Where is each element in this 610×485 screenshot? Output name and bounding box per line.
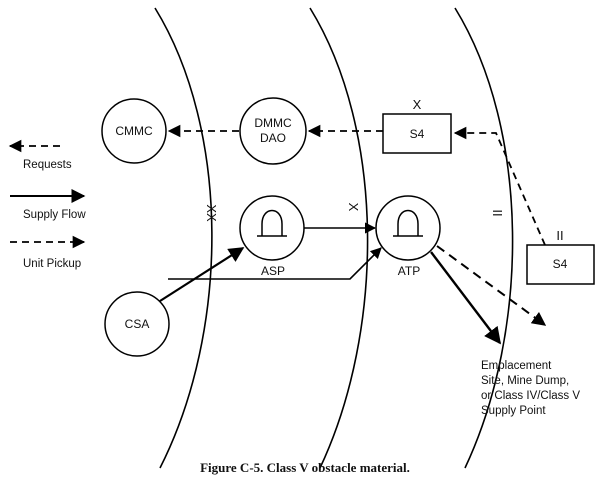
- legend-pickup-label: Unit Pickup: [23, 258, 81, 270]
- node-s4-bn: S4 II: [526, 228, 595, 285]
- pickup-arrow-atp: [436, 245, 547, 326]
- destination-line-3: or Class IV/Class V: [481, 390, 580, 402]
- boundary-ii-mark: II: [490, 209, 505, 216]
- legend-requests-label: Requests: [23, 159, 72, 171]
- node-asp: ASP: [239, 195, 305, 278]
- s4-corps-echelon: X: [413, 97, 422, 112]
- supply-arrow-atp-to-emplacement: [430, 251, 502, 345]
- asp-storage-icon: [261, 209, 283, 236]
- destination-line-4: Supply Point: [481, 405, 546, 417]
- request-arrow-bn-s4-to-corps-s4: [453, 126, 546, 246]
- boundary-xx-mark: XX: [204, 204, 219, 222]
- boundary-curve-3: [454, 7, 514, 469]
- boundary-curve-2: [309, 7, 369, 469]
- supply-arrow-csa-to-atp: [168, 247, 382, 280]
- node-dmmc-dao: DMMC DAO: [239, 97, 307, 165]
- node-atp: ATP: [375, 195, 441, 278]
- svg-text:S4: S4: [410, 127, 425, 141]
- destination-line-2: Site, Mine Dump,: [481, 375, 569, 387]
- legend-supply-label: Supply Flow: [23, 209, 86, 221]
- node-s4-corps: S4 X: [382, 97, 452, 154]
- boundary-x-mark: X: [346, 203, 361, 212]
- boundary-curve-1: [154, 7, 213, 469]
- svg-text:DMMC: DMMC: [254, 116, 292, 130]
- atp-storage-icon: [397, 209, 419, 236]
- destination-line-1: Emplacement: [481, 360, 552, 372]
- node-cmmc: CMMC: [101, 98, 167, 164]
- svg-text:ASP: ASP: [261, 264, 285, 278]
- figure-caption: Figure C-5. Class V obstacle material.: [200, 460, 410, 475]
- svg-text:DAO: DAO: [260, 131, 286, 145]
- supply-arrow-csa-to-asp: [159, 247, 245, 302]
- svg-text:ATP: ATP: [398, 264, 420, 278]
- legend: Requests Supply Flow Unit Pickup: [8, 139, 86, 270]
- svg-text:CSA: CSA: [125, 317, 150, 331]
- svg-text:S4: S4: [553, 257, 568, 271]
- s4-bn-echelon: II: [556, 228, 563, 243]
- node-csa: CSA: [104, 291, 170, 357]
- svg-text:CMMC: CMMC: [115, 124, 153, 138]
